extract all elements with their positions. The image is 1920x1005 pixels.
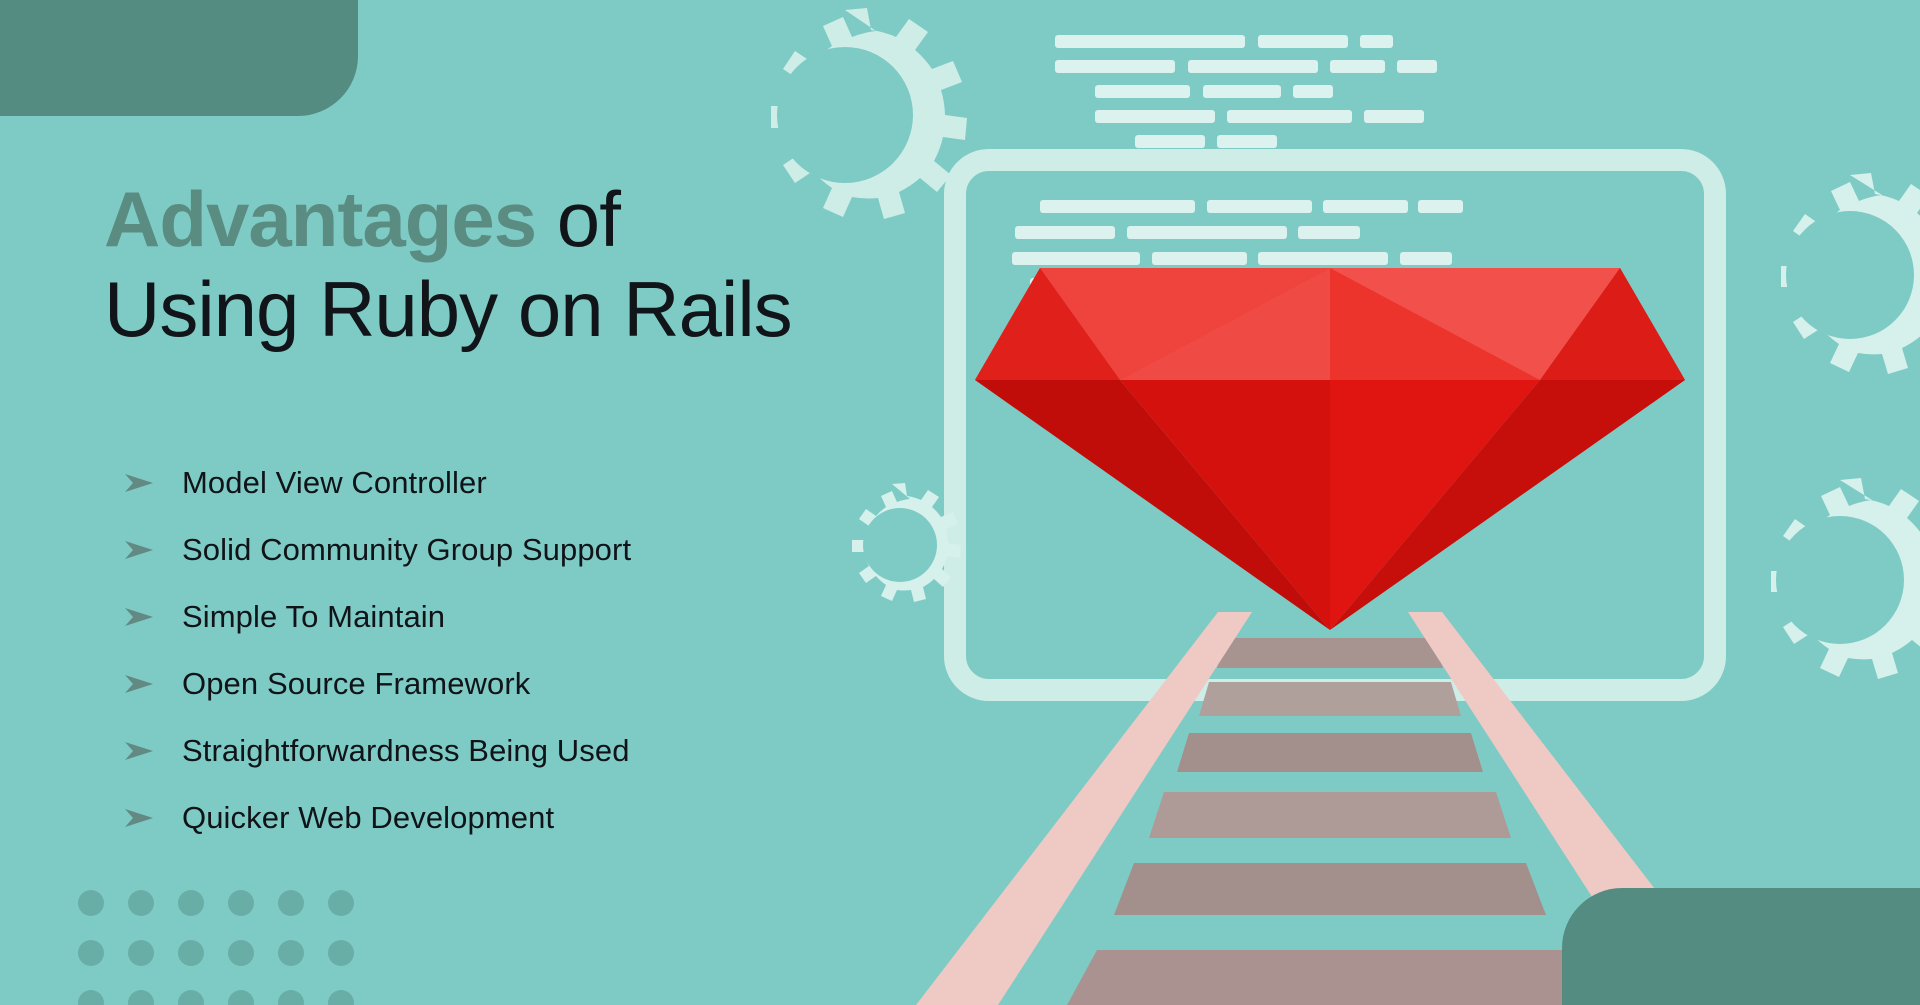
arrow-bullet-icon bbox=[125, 809, 153, 827]
dot bbox=[278, 940, 304, 966]
dot bbox=[328, 940, 354, 966]
dot bbox=[228, 890, 254, 916]
list-item-label: Simple To Maintain bbox=[182, 599, 446, 634]
list-item: Simple To Maintain bbox=[124, 589, 631, 645]
list-item-label: Solid Community Group Support bbox=[182, 532, 632, 567]
arrow-bullet-icon bbox=[125, 541, 153, 559]
list-item: Open Source Framework bbox=[124, 656, 631, 712]
dot-grid-decoration bbox=[78, 890, 378, 1005]
arrow-bullet-icon bbox=[125, 474, 153, 492]
dot bbox=[78, 940, 104, 966]
dot bbox=[78, 890, 104, 916]
arrow-bullet-icon bbox=[125, 608, 153, 626]
advantages-list: Model View Controller Solid Community Gr… bbox=[124, 455, 631, 846]
dot bbox=[328, 990, 354, 1005]
dot bbox=[128, 940, 154, 966]
dot bbox=[128, 890, 154, 916]
page-subtitle: Using Ruby on Rails bbox=[104, 265, 793, 353]
heading-block: Advantages of Using Ruby on Rails bbox=[104, 176, 824, 352]
title-accent-word: Advantages bbox=[104, 175, 537, 263]
title-line1-rest: of bbox=[536, 175, 621, 263]
ruby-gem bbox=[975, 268, 1685, 630]
list-item: Model View Controller bbox=[124, 455, 631, 511]
dot bbox=[228, 990, 254, 1005]
dot bbox=[128, 990, 154, 1005]
ruby-on-rails-illustration bbox=[740, 0, 1920, 1005]
arrow-bullet-icon bbox=[125, 675, 153, 693]
dot bbox=[178, 990, 204, 1005]
gear-right-lower-icon bbox=[1771, 478, 1920, 679]
arrow-bullet-icon bbox=[125, 742, 153, 760]
page-title: Advantages of bbox=[104, 176, 824, 262]
list-item: Quicker Web Development bbox=[124, 790, 631, 846]
list-item: Solid Community Group Support bbox=[124, 522, 631, 578]
dot bbox=[228, 940, 254, 966]
dot bbox=[78, 990, 104, 1005]
gear-large-icon bbox=[771, 8, 967, 219]
dot bbox=[178, 940, 204, 966]
dot bbox=[178, 890, 204, 916]
dot bbox=[278, 890, 304, 916]
list-item: Straightforwardness Being Used bbox=[124, 723, 631, 779]
list-item-label: Straightforwardness Being Used bbox=[182, 733, 630, 768]
list-item-label: Open Source Framework bbox=[182, 666, 531, 701]
gear-right-icon bbox=[1781, 173, 1920, 374]
top-left-corner-shape bbox=[0, 0, 358, 116]
dot bbox=[328, 890, 354, 916]
gear-small-icon bbox=[852, 483, 961, 602]
list-item-label: Quicker Web Development bbox=[182, 800, 555, 835]
dot bbox=[278, 990, 304, 1005]
list-item-label: Model View Controller bbox=[182, 465, 487, 500]
bottom-right-corner-shape bbox=[1562, 888, 1920, 1005]
